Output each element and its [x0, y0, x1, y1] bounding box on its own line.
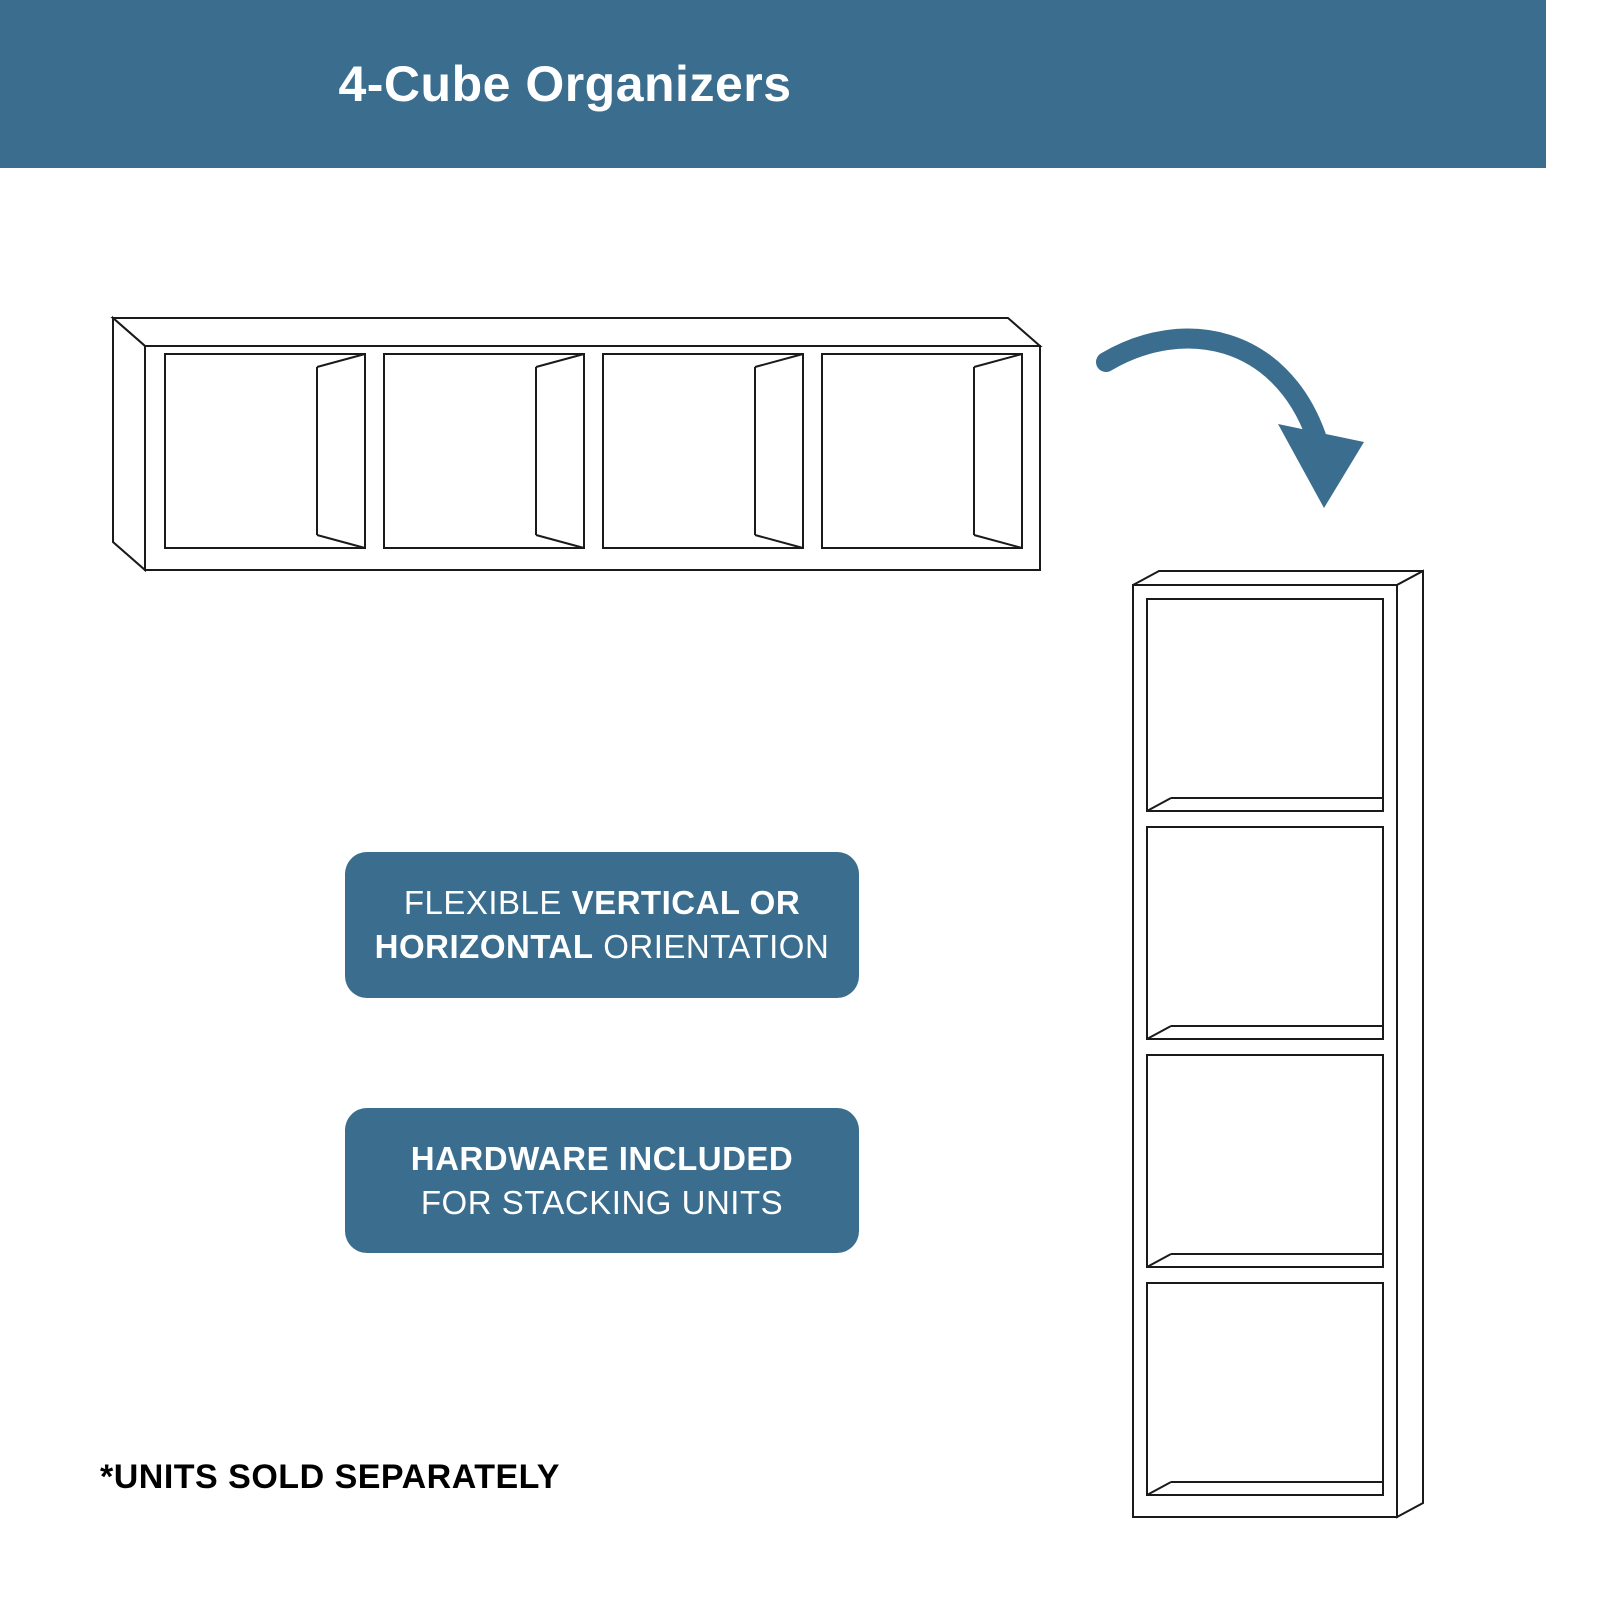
hardware-text-regular: FOR STACKING UNITS — [420, 1183, 784, 1221]
orientation-text-regular-1: FLEXIBLE — [403, 884, 562, 921]
curved-arrow-down-right-icon — [1096, 328, 1364, 508]
orientation-badge-line1: FLEXIBLE VERTICAL OR — [404, 881, 800, 925]
vertical-organizer-body — [1132, 569, 1424, 1519]
hardware-badge-line2: FOR STACKING UNITS — [421, 1181, 783, 1225]
orientation-text-bold-1: VERTICAL OR — [571, 884, 801, 921]
hardware-badge-line1: HARDWARE INCLUDED — [411, 1137, 794, 1181]
header-band: 4-Cube Organizers — [0, 0, 1546, 168]
vertical-organizer-cubbies — [1146, 598, 1384, 1496]
hardware-badge: HARDWARE INCLUDED FOR STACKING UNITS — [345, 1108, 859, 1253]
orientation-badge-line2: HORIZONTAL ORIENTATION — [375, 925, 830, 969]
horizontal-organizer-illustration — [110, 315, 1043, 573]
vertical-organizer-illustration — [1132, 569, 1424, 1519]
orientation-badge: FLEXIBLE VERTICAL OR HORIZONTAL ORIENTAT… — [345, 852, 859, 998]
footnote-units-sold-separately: *UNITS SOLD SEPARATELY — [100, 1458, 560, 1496]
orientation-text-regular-2: ORIENTATION — [603, 928, 830, 965]
horizontal-organizer-cubbies — [164, 353, 1023, 549]
horizontal-organizer-body — [110, 315, 1043, 573]
orientation-text-bold-2: HORIZONTAL — [374, 928, 594, 965]
page-title: 4-Cube Organizers — [338, 56, 792, 112]
hardware-text-bold: HARDWARE INCLUDED — [410, 1139, 794, 1177]
